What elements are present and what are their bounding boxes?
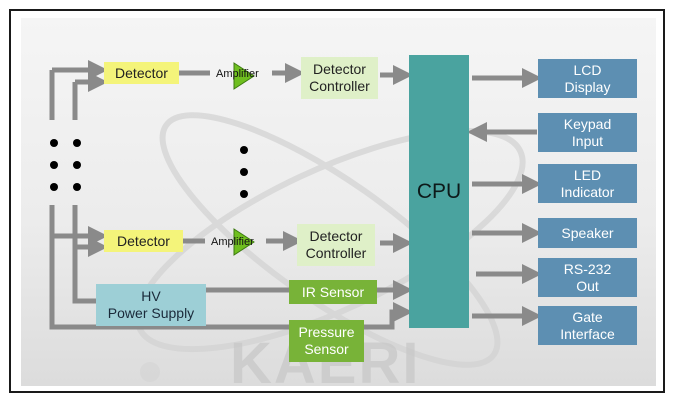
ellipsis-dot (240, 146, 248, 154)
ellipsis-dot (73, 139, 81, 147)
output-keypad-input: Keypad Input (538, 113, 637, 152)
amplifier-label-2: Amplifier (211, 236, 254, 248)
detector-2: Detector (104, 230, 183, 252)
cpu-block: CPU (409, 55, 469, 328)
ellipsis-dot (240, 190, 248, 198)
ellipsis-dot (50, 161, 58, 169)
detector-controller-1: Detector Controller (301, 57, 378, 99)
ir-sensor: IR Sensor (289, 280, 377, 304)
hv-power-supply: HV Power Supply (96, 284, 206, 326)
detector-1: Detector (104, 62, 179, 84)
output-led-indicator: LED Indicator (538, 164, 637, 203)
output-lcd-display: LCD Display (538, 59, 637, 98)
output-gate-interface: Gate Interface (538, 306, 637, 345)
ellipsis-dot (50, 183, 58, 191)
ellipsis-dot (73, 161, 81, 169)
ellipsis-dot (73, 183, 81, 191)
output-speaker: Speaker (538, 218, 637, 248)
ellipsis-dot (240, 168, 248, 176)
pressure-sensor: Pressure Sensor (289, 320, 364, 362)
detector-controller-2: Detector Controller (297, 224, 375, 266)
ellipsis-dot (50, 139, 58, 147)
amplifier-label-1: Amplifier (216, 68, 259, 80)
output-rs232-out: RS-232 Out (538, 258, 637, 297)
